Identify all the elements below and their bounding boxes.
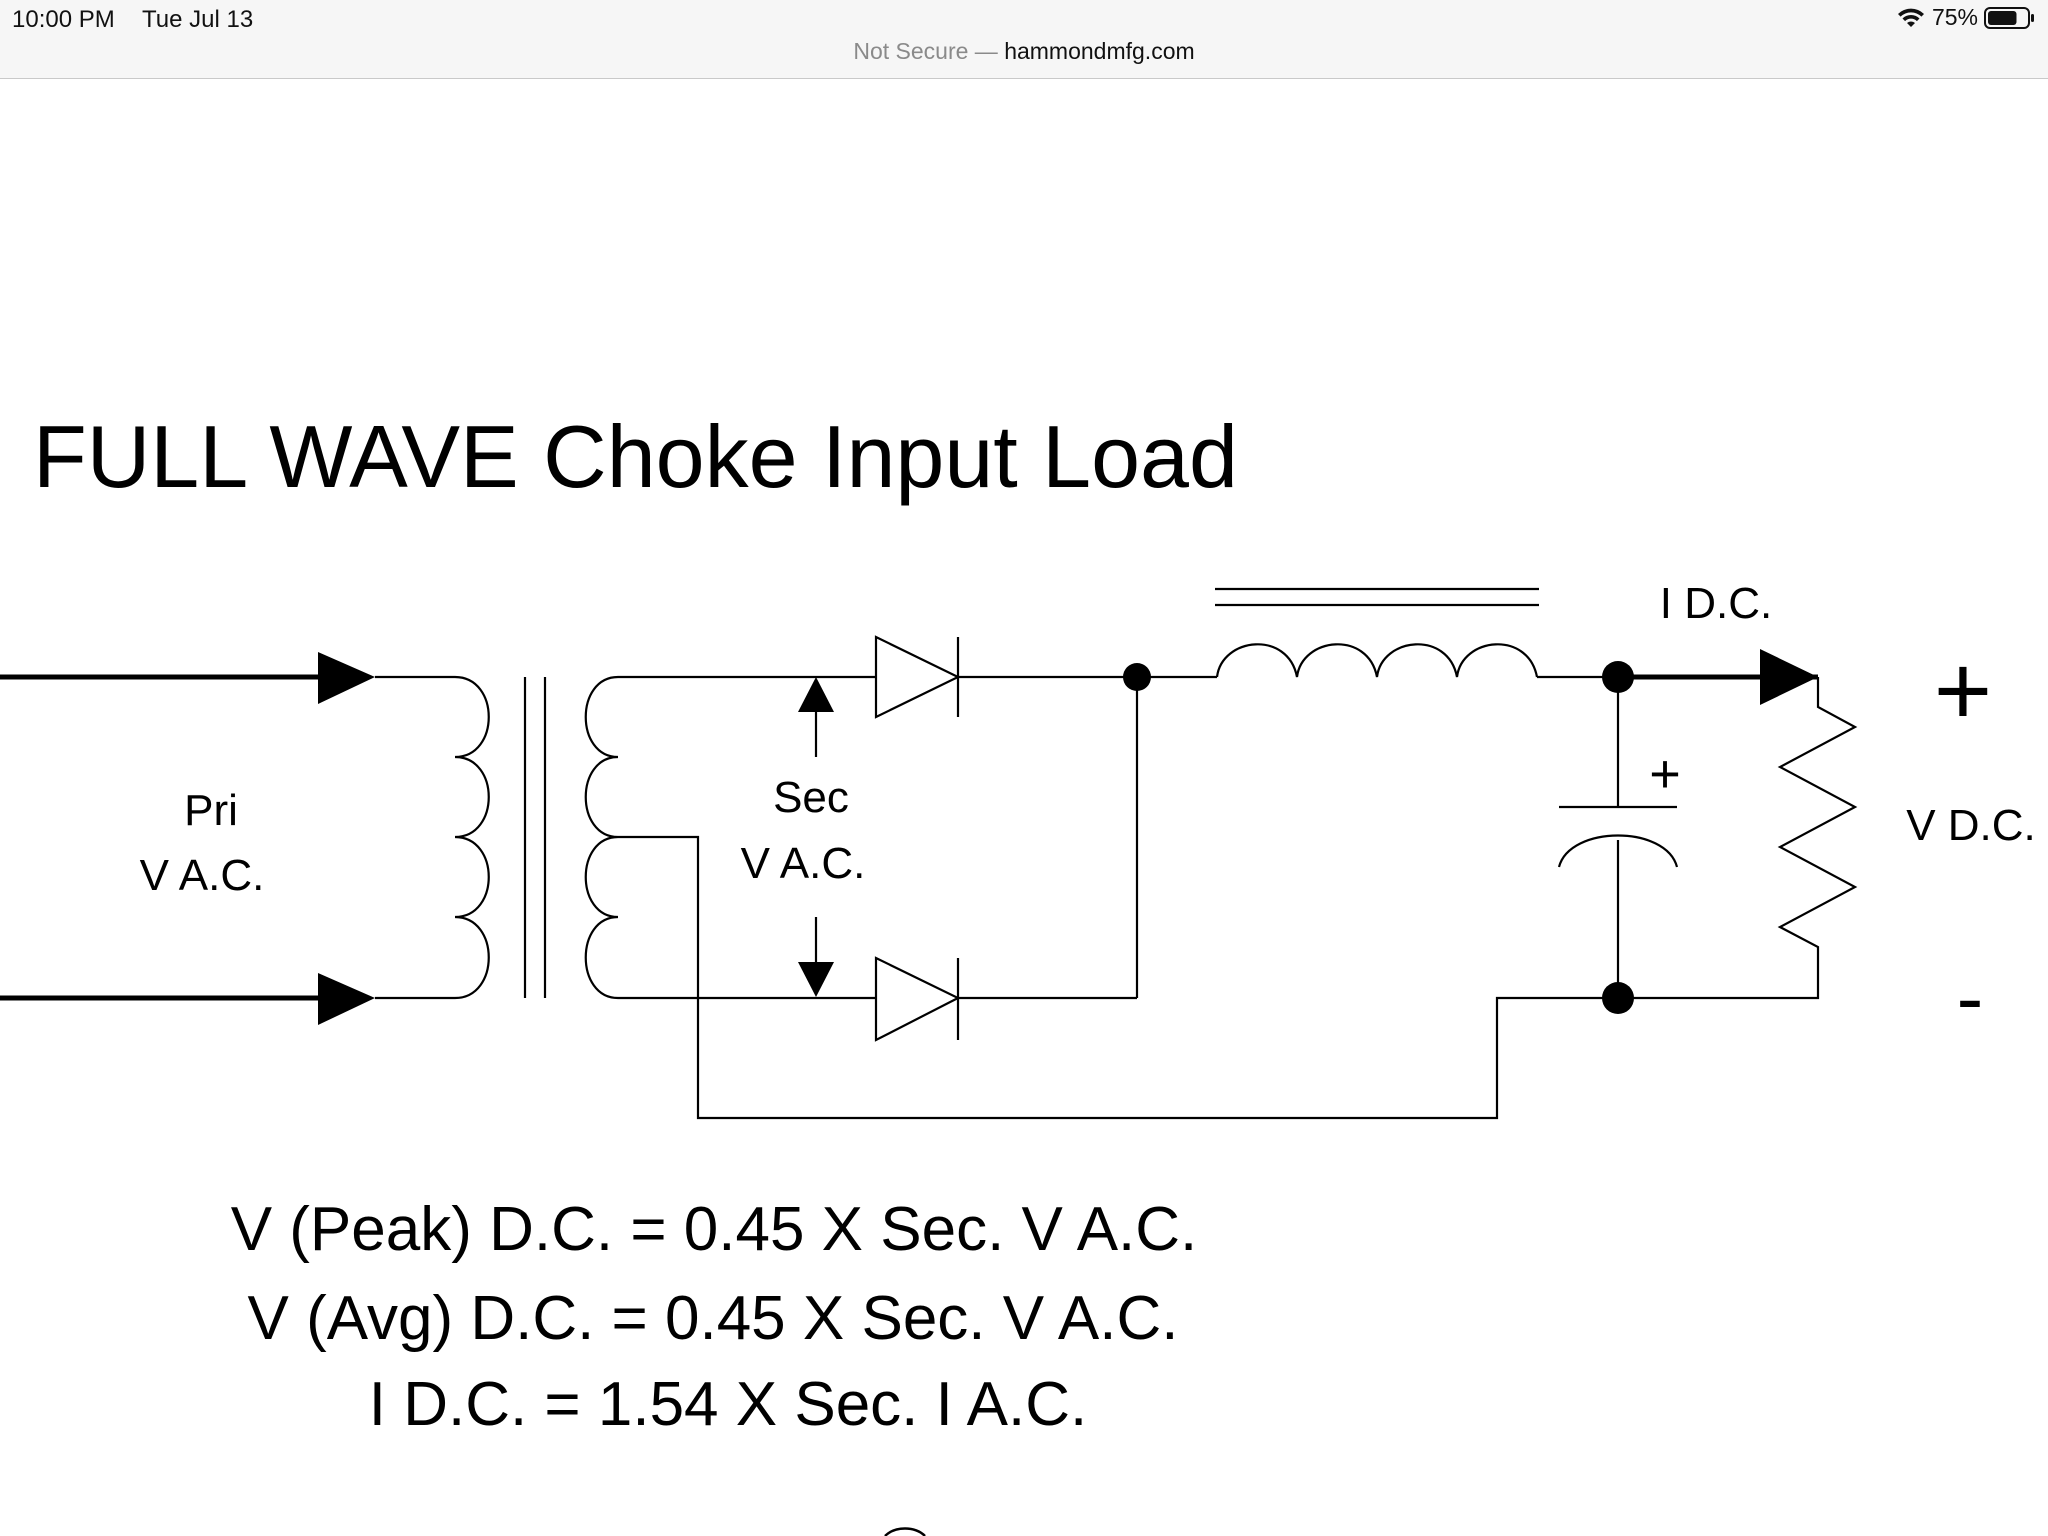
sec-label: Sec bbox=[773, 773, 849, 822]
formula-vavg: V (Avg) D.C. = 0.45 X Sec. V A.C. bbox=[248, 1284, 1179, 1353]
idc-arrow bbox=[1760, 649, 1818, 705]
page-title: FULL WAVE Choke Input Load bbox=[33, 407, 1238, 506]
secondary-winding bbox=[584, 675, 619, 1000]
sec-vac-label: V A.C. bbox=[741, 839, 866, 888]
security-warning: Not Secure bbox=[853, 38, 969, 64]
output-minus-label: - bbox=[1957, 953, 1984, 1042]
choke-inductor bbox=[1215, 643, 1539, 678]
load-resistor bbox=[1618, 677, 1858, 1000]
battery-icon bbox=[1984, 6, 2034, 29]
capacitor-plus-label: + bbox=[1649, 744, 1681, 804]
capacitor-curved-plate bbox=[1557, 834, 1679, 868]
status-time: 10:00 PM bbox=[12, 6, 115, 33]
formula-idc: I D.C. = 1.54 X Sec. I A.C. bbox=[369, 1370, 1087, 1439]
output-plus-label: + bbox=[1934, 635, 1992, 747]
sec-down-arrow bbox=[798, 962, 834, 997]
sec-up-arrow bbox=[798, 677, 834, 712]
battery-percent: 75% bbox=[1931, 4, 1978, 30]
junction-dot bbox=[1602, 661, 1634, 693]
diode-bottom bbox=[874, 956, 961, 1042]
junction-dot bbox=[1123, 663, 1151, 691]
pri-label: Pri bbox=[184, 786, 238, 835]
address-bar[interactable]: Not Secure — hammondmfg.com bbox=[0, 38, 2048, 65]
pri-vac-label: V A.C. bbox=[140, 851, 265, 900]
browser-chrome: 10:00 PM Tue Jul 13 75% Not Secure — ham… bbox=[0, 0, 2048, 79]
primary-top-arrow bbox=[318, 652, 375, 704]
status-date: Tue Jul 13 bbox=[142, 6, 254, 33]
url-separator: — bbox=[974, 38, 998, 64]
idc-label: I D.C. bbox=[1660, 579, 1772, 628]
vdc-label: V D.C. bbox=[1906, 801, 2036, 850]
primary-winding bbox=[454, 675, 490, 1000]
url-host: hammondmfg.com bbox=[1004, 38, 1195, 64]
diode-top bbox=[874, 635, 961, 719]
partial-element bbox=[884, 1527, 926, 1536]
status-indicators: 75% bbox=[1896, 4, 2036, 31]
junction-dot bbox=[1602, 982, 1634, 1014]
wifi-icon bbox=[1897, 8, 1924, 27]
circuit-wires bbox=[0, 587, 1858, 1120]
circuit-marks bbox=[318, 649, 1818, 1025]
primary-bottom-arrow bbox=[318, 973, 375, 1025]
formula-vpeak: V (Peak) D.C. = 0.45 X Sec. V A.C. bbox=[231, 1195, 1198, 1264]
